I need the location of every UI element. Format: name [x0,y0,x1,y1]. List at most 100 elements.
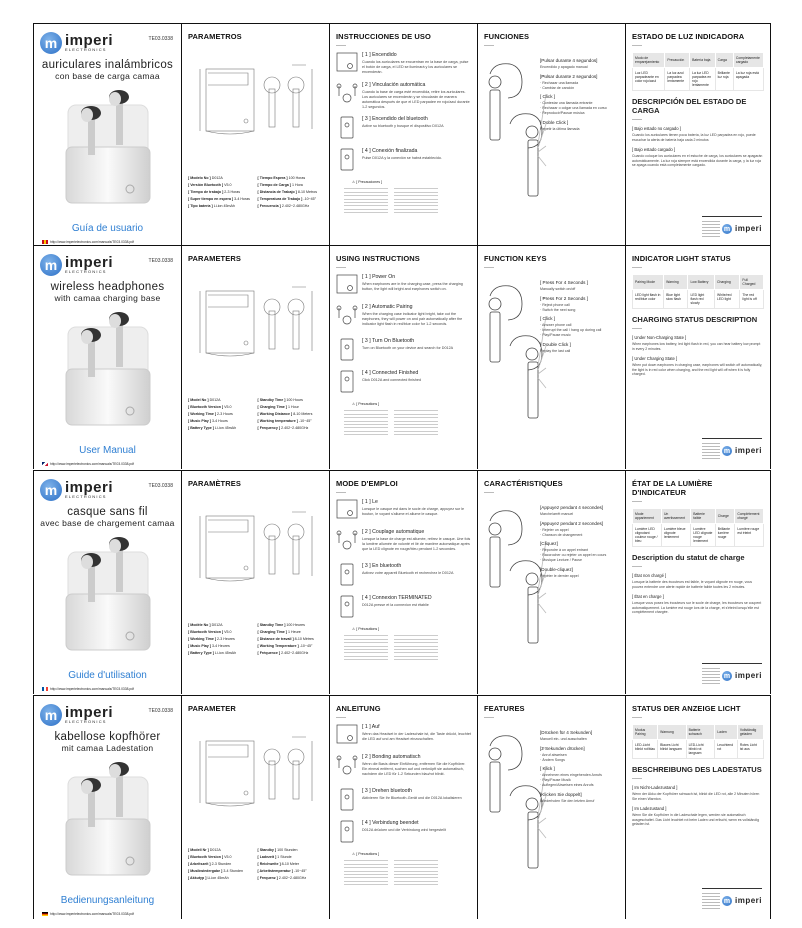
table-header: Charge [714,508,736,524]
logo-mark-icon: m [721,896,732,906]
panel-title: PARAMETER [188,704,236,713]
spec-label: [ Standby Time ] [257,398,286,402]
text-line [394,860,438,862]
earbuds-diagram [484,501,619,656]
phone-connected-icon [336,595,358,624]
spec-value: 2-3 Stunden [211,862,232,866]
step-heading: [ 4 ] Conexión finalizada [362,148,418,154]
description-label: [ Under Charging State ] [632,356,678,362]
description-label: [ Bajo estado cargado ] [632,147,676,153]
precautions-text [344,858,471,888]
table-cell: Luz LED parpadeante en color rojo/azul [631,67,666,91]
spec-label: [ Bluetooth Version ] [188,405,224,409]
panel-title: FUNCTION KEYS [484,254,547,263]
spec-label: [ Frecuencia ] [257,204,281,208]
manual-link: http://www.imperielectronics.com/manuals… [50,687,134,691]
spec-item: [ Fréquence ] 2.402~2.480GHz [258,651,324,655]
spec-item: [ Charging Time ] 1 Hour [258,405,324,409]
certification-stamp [702,893,720,909]
text-column [344,408,388,438]
spec-label: [ Charging Time ] [257,630,287,634]
title-rule [484,492,494,493]
manual-url[interactable]: http://www.imperielectronics.com/manuals… [42,687,177,691]
text-line [344,642,388,644]
spec-value: 3-4 Heures [211,644,230,648]
title-rule [336,717,346,718]
spec-value: 8-10 Metros [297,190,318,194]
dimension-diagram [188,281,323,386]
spec-item: [ Tiempo Espera ] 100 Horas [258,176,324,180]
spec-value: 2-3 Heures [217,637,235,641]
earbuds-icon [336,82,358,113]
spec-item: [ Working Time ] 2-3 Heures [188,637,254,641]
step-heading: [ 2 ] Couplage automatique [362,529,425,535]
spec-label: [ Music Play ] [188,419,211,423]
spec-label: [ Arbeitszeit ] [188,862,211,866]
manual-url[interactable]: http://www.imperielectronics.com/manuals… [42,912,177,916]
spec-value: 1 Stunde [277,855,292,859]
earbuds-diagram [484,726,619,881]
spec-value: -10~45° [298,419,312,423]
spec-label: [ Music Play ] [188,644,211,648]
text-line [344,413,388,415]
function-keys: [Drücken für 4 Sekunden]Manuell ein- und… [540,726,621,804]
brand-name: imperi [65,32,114,49]
spec-value: 8-10 Meter [281,862,300,866]
spec-label: [ Reichweite ] [257,862,281,866]
logo-mark-icon: m [40,32,62,54]
phone-connected-icon [336,820,358,849]
manual-url[interactable]: http://www.imperielectronics.com/manuals… [42,240,177,244]
spec-label: [ Working Time ] [188,637,217,641]
manual-link: http://www.imperielectronics.com/manuals… [50,462,134,466]
description-text: When earphones low battery, led light fl… [632,342,761,351]
parameters-panel: PARAMETER[ Modell Nr ] D012A[ Standby ] … [181,696,329,919]
precautions-text [344,633,471,663]
cover-subtitle: con base de carga camaa [55,71,160,81]
function-key-action: Wiederholen Sie den letzten Anruf [540,798,595,803]
title-rule [336,267,346,268]
spec-item: [ Musikwiedergabe ] 3-4 Stunden [188,869,254,873]
flag-icon [42,687,48,691]
manual-link: http://www.imperielectronics.com/manuals… [50,912,134,916]
spec-label: [ Bluetooth Version ] [188,855,224,859]
title-rule [484,717,494,718]
guide-label: User Manual [79,445,136,456]
spec-value: 100 Stunden [277,848,298,852]
table-cell: LED-Licht blinkt rot/blau [631,739,659,759]
text-line [394,208,438,210]
spec-item: [ Versión Bluetooth ] V5.0 [188,183,254,187]
title-rule [632,717,642,718]
text-line [344,659,388,661]
table-cell: White/red LED light [714,289,741,309]
text-line [344,873,388,875]
text-column [394,858,438,888]
spec-value: 8-10 Meters [293,412,313,416]
manual-url[interactable]: http://www.imperielectronics.com/manuals… [42,462,177,466]
panel-title: FUNCIONES [484,32,530,41]
panel-title: USING INSTRUCTIONS [336,254,420,263]
phone-icon [336,563,358,592]
function-key-action: Marche/arrêt manuel [540,512,574,516]
spec-label: [ Working Time ] [188,412,217,416]
panel-title: ESTADO DE LUZ INDICADORA [632,32,745,41]
spec-value: 3-4 Hours [211,419,228,423]
spec-label: [ Modell Nr ] [188,848,209,852]
function-key-action: · Anruf abweisen [540,752,567,757]
title-rule [632,328,642,329]
